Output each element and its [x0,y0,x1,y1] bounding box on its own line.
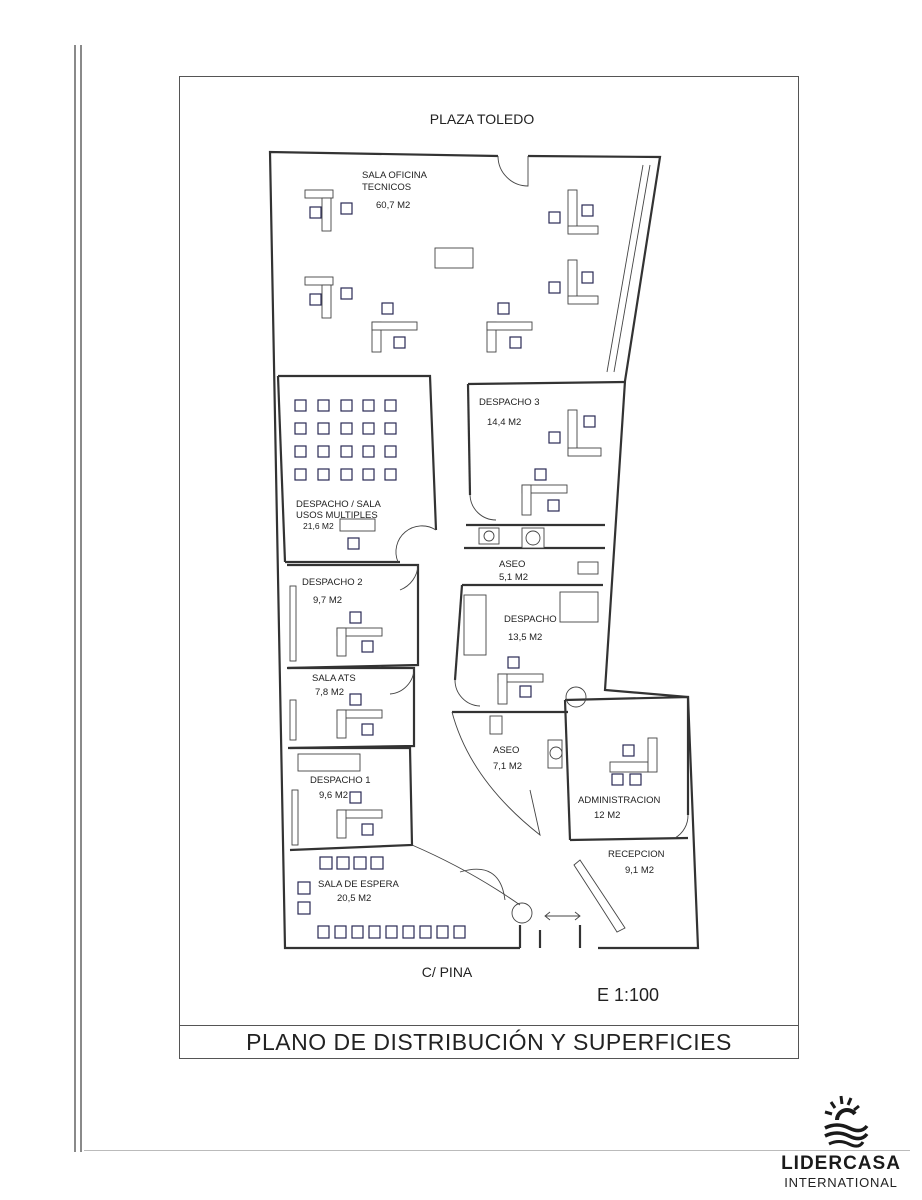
window-band [606,164,651,373]
logo-name: LIDERCASA [781,1153,901,1174]
room-sala-oficina-area: 60,7 M2 [376,200,410,211]
room-sala-ats-area: 7,8 M2 [315,687,344,698]
lidercasa-logo: LIDERCASA INTERNATIONAL [766,1090,916,1190]
interior-walls [276,374,690,948]
room-despacho2-area: 9,7 M2 [313,595,342,606]
scale-label: E 1:100 [597,985,660,1005]
room-administracion-area: 12 M2 [594,810,620,821]
room-despacho-area: 13,5 M2 [508,632,542,643]
room-despacho3-name: DESPACHO 3 [479,397,540,408]
street-top: PLAZA TOLEDO [430,111,535,127]
room-recepcion-area: 9,1 M2 [625,865,654,876]
page-title: PLANO DE DISTRIBUCIÓN Y SUPERFICIES [246,1029,732,1055]
room-sala-oficina-name2: TECNICOS [362,182,411,193]
room-usos-multiples-name1: DESPACHO / SALA [296,499,381,510]
entrance-elements [511,902,581,924]
room-sala-oficina-name1: SALA OFICINA [362,170,428,181]
chairs [294,202,642,939]
drawing-frame [179,76,799,1059]
room-despacho3-area: 14,4 M2 [487,417,521,428]
room-despacho1-area: 9,6 M2 [319,790,348,801]
room-aseo2-area: 7,1 M2 [493,761,522,772]
title-separator [179,1025,799,1027]
logo-subtitle: INTERNATIONAL [784,1175,898,1190]
room-sala-espera-area: 20,5 M2 [337,893,371,904]
room-administracion-name: ADMINISTRACION [578,795,660,806]
room-usos-multiples-name2: USOS MULTIPLES [296,510,378,521]
room-aseo1-area: 5,1 M2 [499,572,528,583]
outer-walls [268,150,700,950]
sun-logo-icon [824,1095,869,1148]
desks [289,189,658,933]
room-aseo1-name: ASEO [499,559,525,570]
room-usos-multiples-area: 21,6 M2 [303,521,334,531]
binding-line-left [74,45,76,1152]
sanitary-fixtures [478,527,599,769]
room-sala-espera-name: SALA DE ESPERA [318,879,399,890]
room-recepcion-name: RECEPCION [608,849,665,860]
room-despacho-name: DESPACHO [504,614,557,625]
door-swings [389,155,689,906]
binding-line-right [80,45,82,1152]
street-bottom: C/ PINA [422,964,473,980]
room-aseo2-name: ASEO [493,745,519,756]
page-bottom-line [84,1150,910,1151]
room-despacho1-name: DESPACHO 1 [310,775,371,786]
room-despacho2-name: DESPACHO 2 [302,577,363,588]
room-sala-ats-name: SALA ATS [312,673,356,684]
